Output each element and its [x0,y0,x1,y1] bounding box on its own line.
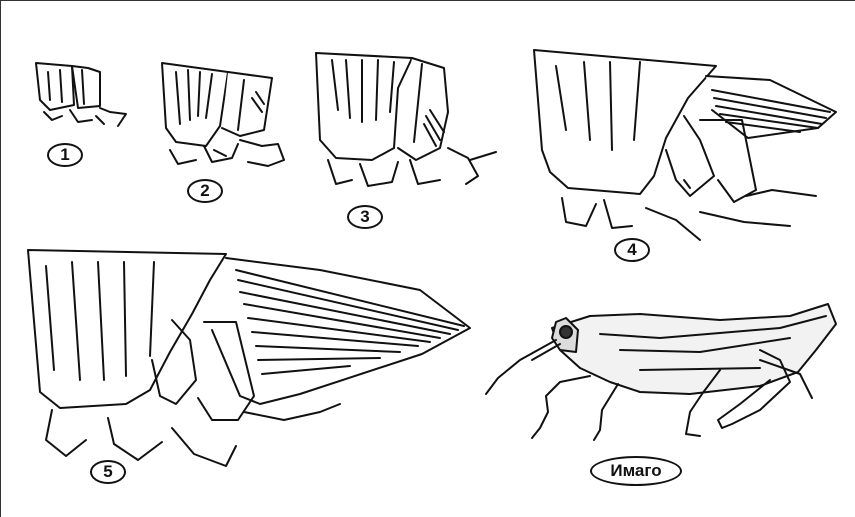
stage-5-drawing [28,250,470,466]
stage-5-label: 5 [90,460,126,484]
stage-1-drawing [36,63,126,126]
stage-1-label: 1 [47,143,83,167]
adult-grasshopper-drawing [486,304,836,440]
stage-4-drawing [534,50,836,240]
stage-2-drawing [162,63,284,166]
stage-4-label: 4 [614,238,650,262]
stage-3-drawing [316,53,496,186]
stage-3-label: 3 [347,205,383,229]
stage-2-label: 2 [187,179,223,203]
adult-label: Имаго [590,456,682,486]
